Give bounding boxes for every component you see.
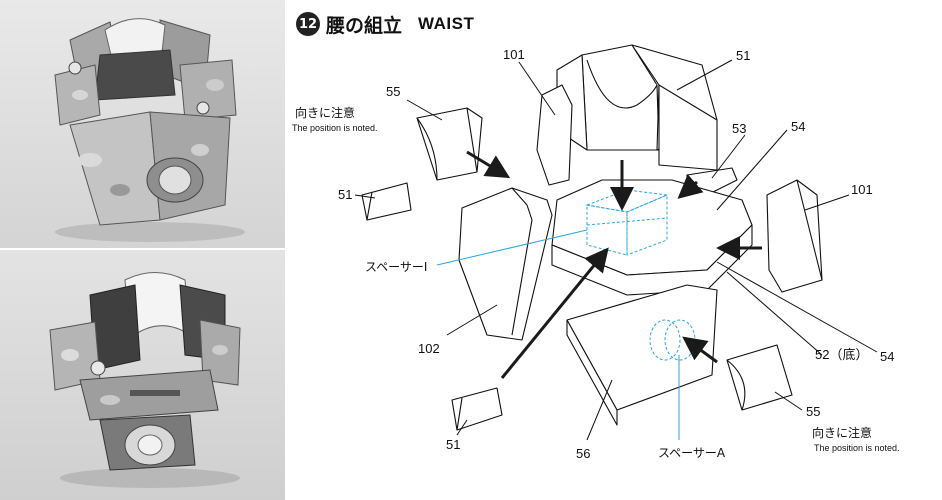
label-part-101-right: 101 (851, 182, 873, 197)
waist-photo-front-drawing (54, 18, 245, 242)
part-55-bottom (726, 344, 793, 411)
waist-photo-front (0, 0, 285, 248)
note-top-japanese: 向きに注意 (295, 106, 356, 120)
part-56-lower-block (566, 284, 718, 426)
panel-divider (285, 0, 287, 500)
part-51-crown (556, 44, 718, 171)
label-part-55-bottom: 55 (806, 404, 821, 419)
label-part-56: 56 (576, 446, 591, 461)
assembly-arrows (466, 150, 762, 379)
label-part-53: 53 (732, 121, 747, 136)
waist-photo-rear-drawing (49, 272, 241, 488)
label-part-102: 102 (418, 341, 440, 356)
note-top-english: The position is noted. (292, 123, 378, 133)
label-part-54-bottom: 54 (880, 349, 895, 364)
label-part-51-top: 51 (736, 48, 751, 63)
part-54-main-body (551, 179, 753, 296)
part-51-left-block (361, 182, 412, 221)
label-part-101-top: 101 (503, 47, 525, 62)
part-55-top (416, 107, 483, 181)
exploded-assembly-diagram (354, 44, 878, 441)
label-spacer-i: スペーサーI (365, 260, 428, 274)
part-51-bottom-block (451, 387, 503, 431)
label-spacer-a: スペーサーA (658, 446, 726, 460)
step-number: 12 (298, 16, 318, 32)
label-part-54-top: 54 (791, 119, 806, 134)
label-part-51-left: 51 (338, 187, 353, 202)
waist-photo-rear (0, 250, 285, 500)
label-part-55-top: 55 (386, 84, 401, 99)
step-number-badge: 12 (296, 12, 320, 36)
spacer-leaders (436, 229, 680, 440)
step-title: 12 腰の組立 WAIST (296, 8, 474, 40)
note-bottom-japanese: 向きに注意 (812, 426, 873, 440)
leader-lines (354, 59, 878, 441)
label-part-51-bottom: 51 (446, 437, 461, 452)
part-102-side-panel (458, 187, 553, 341)
title-japanese: 腰の組立 (326, 14, 403, 37)
title-english: WAIST (418, 14, 475, 33)
part-101-left-tab (536, 84, 573, 186)
label-part-52: 52（底） (815, 347, 869, 362)
part-101-right-panel (766, 179, 823, 293)
note-bottom-english: The position is noted. (814, 443, 900, 453)
